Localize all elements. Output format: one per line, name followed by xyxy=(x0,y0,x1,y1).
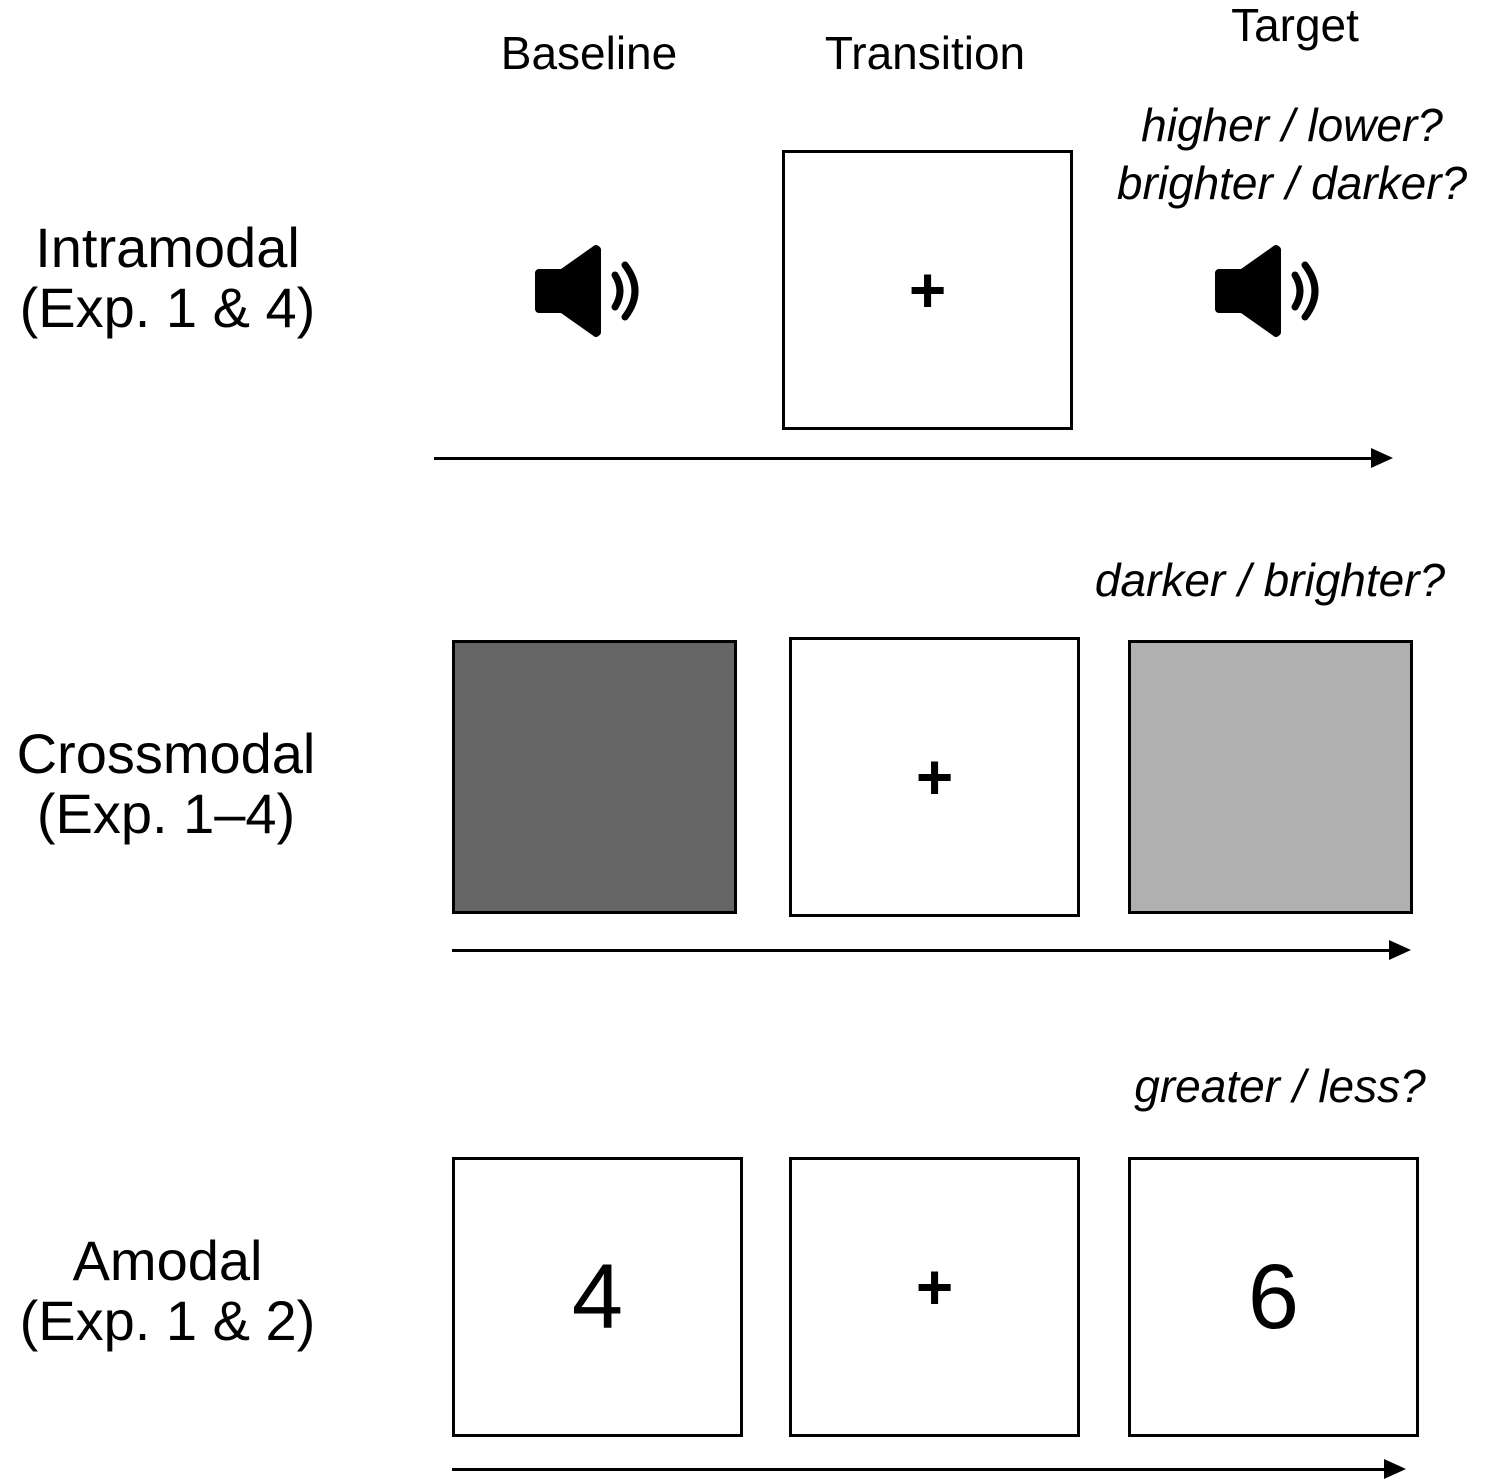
intramodal-question-line2: brighter / darker? xyxy=(1116,157,1468,209)
crossmodal-baseline-dark-square xyxy=(452,640,737,914)
fixation-cross: + xyxy=(908,254,947,326)
column-header-transition: Transition xyxy=(824,27,1026,79)
column-header-baseline: Baseline xyxy=(500,27,678,79)
speaker-icon xyxy=(535,245,639,337)
amodal-question: greater / less? xyxy=(1134,1060,1426,1112)
row-label-crossmodal-line2: (Exp. 1–4) xyxy=(36,782,296,845)
baseline-digit: 4 xyxy=(571,1246,624,1348)
target-digit: 6 xyxy=(1247,1246,1300,1348)
time-arrow-crossmodal xyxy=(452,940,1411,960)
row-label-intramodal-line2: (Exp. 1 & 4) xyxy=(19,276,316,339)
row-label-intramodal-line1: Intramodal xyxy=(35,216,300,279)
crossmodal-target-light-square xyxy=(1128,640,1413,914)
crossmodal-question: darker / brighter? xyxy=(1094,554,1446,606)
time-arrow-amodal xyxy=(452,1459,1406,1479)
row-label-amodal-line2: (Exp. 1 & 2) xyxy=(19,1289,316,1352)
fixation-cross: + xyxy=(915,741,954,813)
speaker-icon xyxy=(1215,245,1319,337)
column-header-target: Target xyxy=(1231,0,1359,51)
fixation-cross: + xyxy=(915,1251,954,1323)
row-label-amodal-line1: Amodal xyxy=(72,1229,263,1292)
amodal-target-screen: 6 xyxy=(1128,1157,1419,1437)
intramodal-transition-screen: + xyxy=(782,150,1073,430)
row-label-crossmodal: Crossmodal (Exp. 1–4) xyxy=(0,724,332,844)
time-arrow-intramodal xyxy=(434,448,1393,468)
intramodal-question-line1: higher / lower? xyxy=(1141,99,1443,151)
intramodal-question: higher / lower? brighter / darker? xyxy=(1085,96,1499,212)
row-label-crossmodal-line1: Crossmodal xyxy=(16,722,316,785)
amodal-baseline-screen: 4 xyxy=(452,1157,743,1437)
row-label-amodal: Amodal (Exp. 1 & 2) xyxy=(0,1231,335,1351)
amodal-transition-screen: + xyxy=(789,1157,1080,1437)
row-label-intramodal: Intramodal (Exp. 1 & 4) xyxy=(0,218,335,338)
crossmodal-transition-screen: + xyxy=(789,637,1080,917)
